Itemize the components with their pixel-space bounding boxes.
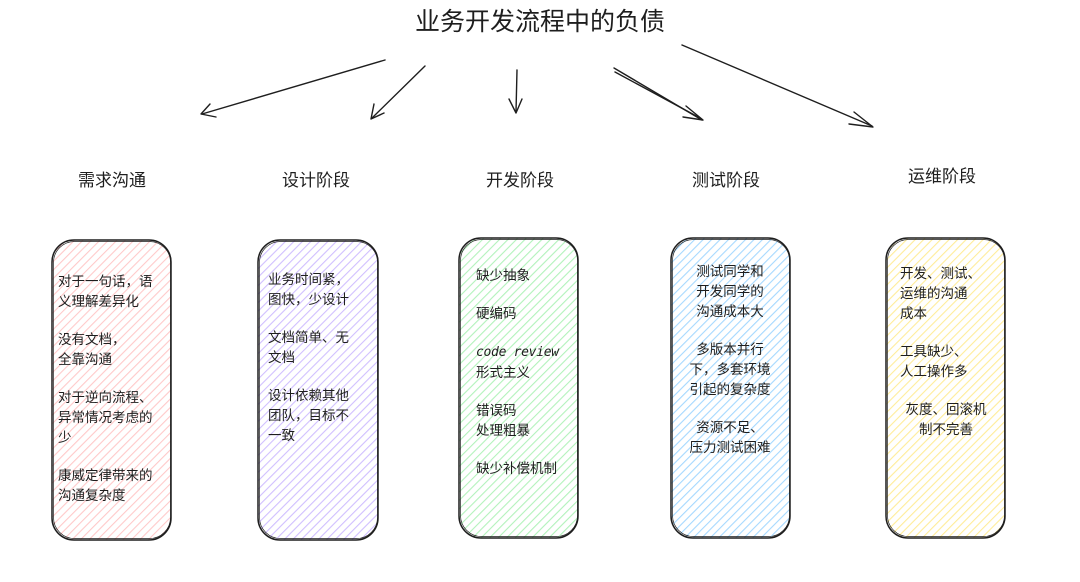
arrow-to-testing — [613, 67, 704, 121]
list-item: code review 形式主义 — [476, 345, 559, 381]
list-item: 测试同学和 开发同学的 沟通成本大 — [696, 264, 764, 320]
list-item: 对于一句话，语 义理解差异化 — [58, 274, 153, 310]
arrow-to-design — [370, 65, 426, 120]
list-item: 没有文档， 全靠沟通 — [58, 332, 126, 368]
list-item: 硬编码 — [476, 306, 517, 322]
list-item: 灰度、回滚机 制不完善 — [905, 402, 987, 438]
arrow-to-requirements — [200, 59, 386, 118]
list-item: 资源不足、 压力测试困难 — [689, 420, 771, 456]
diagram-title: 业务开发流程中的负债 — [414, 7, 665, 36]
stage-heading-operations: 运维阶段 — [908, 167, 976, 187]
card-text-development: 缺少抽象 硬编码 code review 形式主义 错误码 处理粗暴 缺少补偿机… — [476, 266, 576, 497]
arrow-to-development — [508, 69, 523, 114]
list-item: 多版本并行 下，多套环境 引起的复杂度 — [689, 342, 771, 398]
list-item: 设计依赖其他 团队，目标不 一致 — [268, 388, 349, 444]
list-item: 工具缺少、 人工操作多 — [900, 344, 968, 380]
card-text-testing: 测试同学和 开发同学的 沟通成本大 多版本并行 下，多套环境 引起的复杂度 资源… — [674, 262, 786, 476]
stage-heading-development: 开发阶段 — [486, 171, 554, 191]
stage-heading-design: 设计阶段 — [282, 171, 350, 191]
arrow-to-operations — [681, 44, 874, 128]
card-development — [458, 237, 579, 539]
card-design — [257, 239, 379, 541]
stage-heading-testing: 测试阶段 — [692, 171, 760, 191]
card-text-design: 业务时间紧， 图快，少设计 文档简单、无 文档 设计依赖其他 团队，目标不 一致 — [268, 270, 376, 464]
card-requirements — [51, 239, 172, 541]
list-item: 对于逆向流程、 异常情况考虑的 少 — [58, 390, 153, 446]
list-item: 开发、测试、 运维的沟通 成本 — [900, 266, 981, 322]
list-item: 错误码 处理粗暴 — [476, 403, 530, 439]
card-operations — [885, 237, 1006, 539]
list-item: 缺少补偿机制 — [476, 461, 557, 477]
card-testing — [670, 237, 791, 539]
list-item: 康威定律带来的 沟通复杂度 — [58, 468, 153, 504]
list-item: 业务时间紧， 图快，少设计 — [268, 272, 349, 308]
card-text-requirements: 对于一句话，语 义理解差异化 没有文档， 全靠沟通 对于逆向流程、 异常情况考虑… — [58, 272, 170, 524]
stage-heading-requirements: 需求沟通 — [78, 171, 146, 191]
list-item: 缺少抽象 — [476, 268, 530, 284]
list-item: 文档简单、无 文档 — [268, 330, 349, 366]
card-text-operations: 开发、测试、 运维的沟通 成本 工具缺少、 人工操作多 灰度、回滚机 制不完善 — [900, 264, 1000, 458]
